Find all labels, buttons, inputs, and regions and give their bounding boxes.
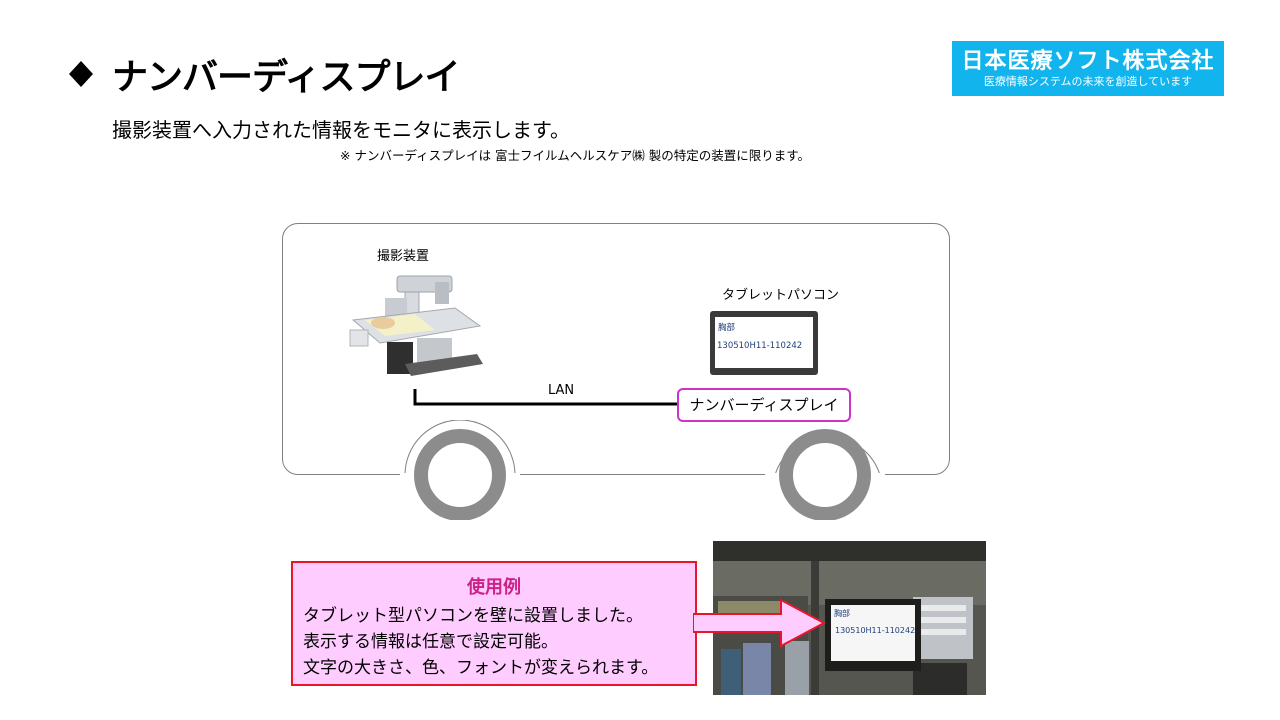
tablet-label: タブレットパソコン — [722, 288, 840, 303]
pointer-arrow — [693, 598, 827, 648]
number-display-box: ナンバーディスプレイ — [677, 388, 851, 422]
photo-scene — [713, 541, 986, 695]
photo-screen-line1: 胸部 — [834, 609, 850, 618]
rear-wheel — [765, 429, 885, 520]
company-logo: 日本医療ソフト株式会社 医療情報システムの未来を創造しています — [952, 41, 1224, 96]
tablet-screen-line1: 胸部 — [718, 323, 736, 333]
tablet-pc: 胸部 130510H11-110242 — [710, 311, 818, 375]
logo-tagline: 医療情報システムの未来を創造しています — [983, 75, 1193, 88]
page-subtitle: 撮影装置へ入力された情報をモニタに表示します。 — [112, 118, 570, 142]
tablet-screen-line2: 130510H11-110242 — [717, 341, 803, 351]
callout-line-3: 文字の大きさ、色、フォントが変えられます。 — [303, 658, 659, 678]
lan-cable — [413, 389, 678, 406]
diamond-bullet-icon — [69, 61, 93, 87]
disclaimer-note: ※ ナンバーディスプレイは 富士フイルムヘルスケア㈱ 製の特定の装置に限ります。 — [340, 148, 811, 163]
tablet-screen: 胸部 130510H11-110242 — [715, 317, 813, 368]
xray-device-image — [349, 275, 483, 376]
lan-label: LAN — [548, 383, 575, 398]
device-label: 撮影装置 — [377, 249, 430, 264]
usage-example-callout: 使用例 タブレット型パソコンを壁に設置しました。 表示する情報は任意で設定可能。… — [291, 561, 697, 686]
photo-screen-line2: 130510H11-110242 — [835, 626, 916, 635]
callout-title: 使用例 — [467, 577, 521, 598]
callout-line-1: タブレット型パソコンを壁に設置しました。 — [303, 606, 643, 626]
logo-company-name: 日本医療ソフト株式会社 — [961, 49, 1215, 74]
callout-line-2: 表示する情報は任意で設定可能。 — [303, 632, 558, 652]
front-wheel — [400, 420, 520, 520]
title-bar: ナンバーディスプレイ — [68, 48, 460, 100]
page-title: ナンバーディスプレイ — [112, 57, 460, 98]
